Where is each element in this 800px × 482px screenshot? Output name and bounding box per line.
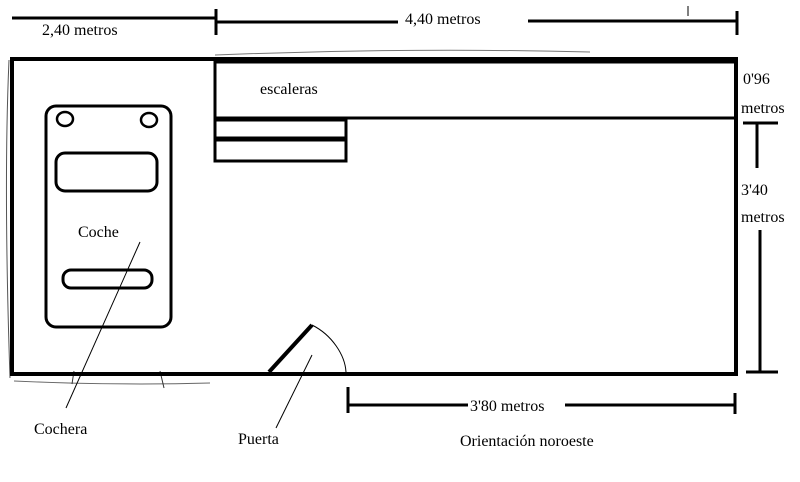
dim-stairs-depth-value: 0'96 — [743, 71, 770, 88]
door-leaf — [267, 323, 314, 374]
door-swing-arc — [311, 324, 347, 373]
door-pointer-line — [275, 354, 313, 429]
car-mirror-left — [55, 110, 75, 128]
car-mirror-right — [139, 111, 159, 129]
garage-outline — [10, 57, 738, 376]
dim-right-width-label: 4,40 metros — [405, 11, 481, 28]
sketch-line-top — [214, 49, 591, 56]
orientation-label: Orientación noroeste — [460, 433, 594, 450]
car-label: Coche — [78, 224, 119, 241]
car-rear-window — [61, 268, 154, 290]
car-windshield — [54, 151, 159, 193]
dim-left-width-label: 2,40 metros — [42, 22, 118, 39]
stairs-label: escaleras — [260, 81, 318, 98]
dim-room-depth-value: 3'40 — [741, 182, 768, 199]
garage-pointer-line — [65, 241, 141, 409]
sketch-line-left — [5, 59, 11, 379]
stairs-block — [213, 60, 738, 120]
car-body — [44, 104, 173, 329]
door-label: Puerta — [238, 431, 279, 448]
dim-bottom-width-label: 3'80 metros — [470, 398, 544, 415]
dim-stairs-depth-unit: metros — [741, 100, 785, 117]
dim-room-depth-unit: metros — [741, 209, 785, 226]
stair-step — [213, 138, 348, 163]
sketch-line-bottom — [13, 380, 211, 385]
stair-step — [213, 118, 348, 140]
garage-label: Cochera — [34, 421, 87, 438]
